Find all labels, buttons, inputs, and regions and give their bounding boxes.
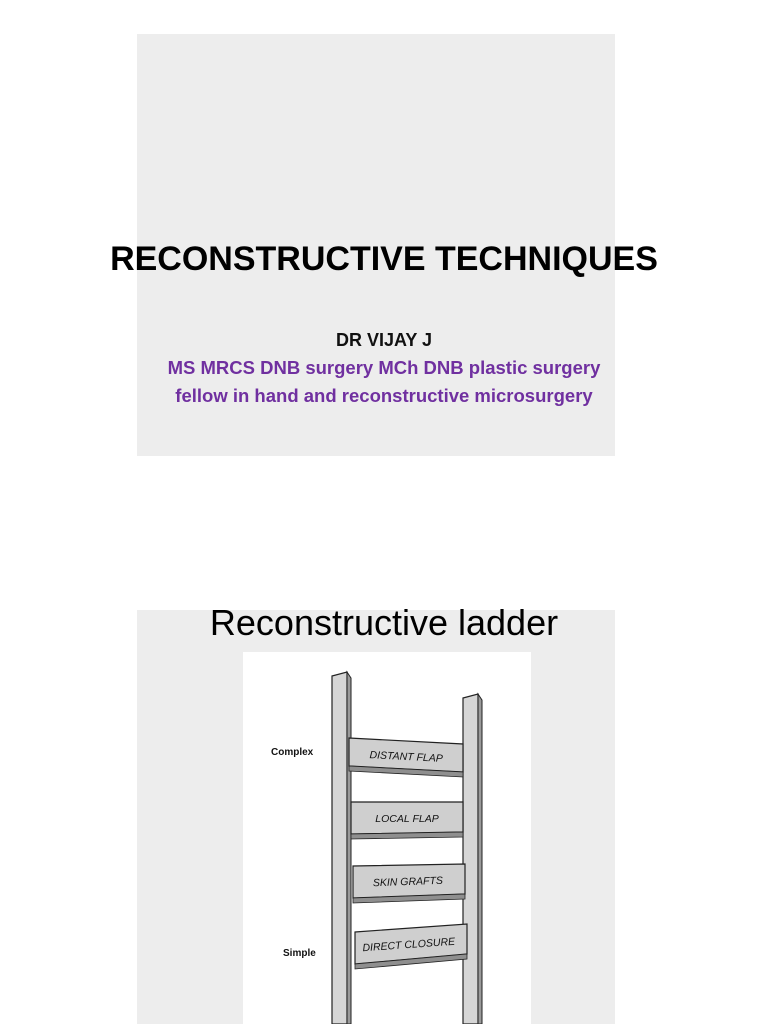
rung-label-2: LOCAL FLAP bbox=[375, 813, 438, 825]
ladder-rung-direct-closure: DIRECT CLOSURE bbox=[354, 923, 468, 970]
ladder-rung-skin-grafts: SKIN GRAFTS bbox=[352, 863, 466, 904]
rung-label-3: SKIN GRAFTS bbox=[373, 875, 443, 889]
ladder-left-rail bbox=[331, 671, 348, 1024]
ladder-rung-distant-flap: DISTANT FLAP bbox=[348, 737, 464, 778]
ladder-right-rail bbox=[462, 693, 479, 1024]
ladder-illustration: DISTANT FLAP LOCAL FLAP SKIN GRAFTS DIRE… bbox=[271, 670, 483, 1024]
ladder-slide-title: Reconstructive ladder bbox=[209, 602, 559, 643]
ladder-right-rail-side bbox=[477, 692, 483, 1024]
simple-label: Simple bbox=[283, 948, 316, 959]
credentials-line-2: fellow in hand and reconstructive micros… bbox=[175, 385, 593, 406]
reconstructive-ladder-figure: DISTANT FLAP LOCAL FLAP SKIN GRAFTS DIRE… bbox=[243, 652, 531, 1024]
credentials-line-1: MS MRCS DNB surgery MCh DNB plastic surg… bbox=[167, 357, 601, 378]
ladder-rung-local-flap: LOCAL FLAP bbox=[350, 801, 464, 840]
complex-label: Complex bbox=[271, 747, 314, 758]
author-name: DR VIJAY J bbox=[335, 330, 433, 350]
slide-title: RECONSTRUCTIVE TECHNIQUES bbox=[110, 240, 658, 278]
title-slide bbox=[137, 34, 615, 456]
ladder-left-rail-side bbox=[346, 670, 352, 1024]
rung-label-1: DISTANT FLAP bbox=[369, 749, 443, 765]
